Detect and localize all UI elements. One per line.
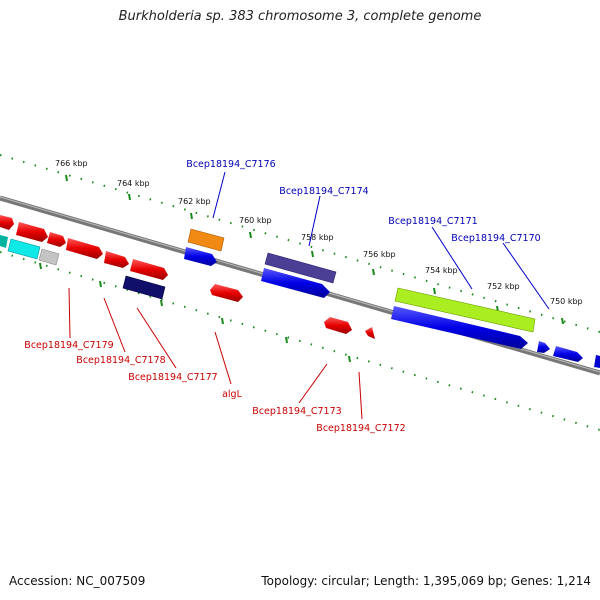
forward-leaders bbox=[212, 171, 550, 310]
gene-label[interactable]: Bcep18194_C7174 bbox=[279, 186, 368, 197]
major-tick bbox=[65, 174, 68, 182]
major-tick bbox=[285, 336, 288, 344]
gene-label[interactable]: Bcep18194_C7176 bbox=[186, 159, 275, 170]
major-tick bbox=[372, 268, 375, 276]
tick-label: 762 kbp bbox=[178, 197, 211, 206]
reverse-gene-labels: Bcep18194_C7179 Bcep18194_C7178 Bcep1819… bbox=[24, 340, 405, 434]
tick-label: 756 kbp bbox=[363, 250, 396, 259]
gene-box[interactable] bbox=[38, 248, 60, 266]
leader-line bbox=[358, 371, 363, 420]
tick-label: 752 kbp bbox=[487, 282, 520, 291]
gene-box[interactable] bbox=[187, 228, 225, 252]
major-tick bbox=[561, 317, 564, 325]
gene-arrow[interactable] bbox=[104, 251, 129, 268]
forward-genes bbox=[0, 215, 600, 368]
gene-label[interactable]: algL bbox=[222, 389, 242, 400]
forward-gene-labels: Bcep18194_C7176 Bcep18194_C7174 Bcep1819… bbox=[186, 159, 540, 244]
gene-arrow[interactable] bbox=[537, 341, 550, 353]
inner-major-ticks bbox=[39, 262, 351, 363]
tick-label: 750 kbp bbox=[550, 297, 583, 306]
gene-arrow[interactable] bbox=[66, 238, 103, 259]
outer-major-ticks bbox=[65, 174, 564, 325]
leader-line bbox=[502, 242, 550, 310]
gene-box[interactable] bbox=[0, 235, 8, 248]
tick-label: 754 kbp bbox=[425, 266, 458, 275]
gene-label[interactable]: Bcep18194_C7179 bbox=[24, 340, 113, 351]
gene-label[interactable]: Bcep18194_C7177 bbox=[128, 372, 217, 383]
map-title: Burkholderia sp. 383 chromosome 3, compl… bbox=[118, 9, 482, 24]
gene-arrow[interactable] bbox=[324, 317, 352, 334]
leader-line bbox=[308, 195, 321, 247]
major-tick bbox=[99, 280, 102, 288]
gene-arrow[interactable] bbox=[47, 232, 66, 247]
gene-label[interactable]: Bcep18194_C7173 bbox=[252, 406, 341, 417]
genome-summary-text: Topology: circular; Length: 1,395,069 bp… bbox=[261, 574, 591, 588]
tick-label: 758 kbp bbox=[301, 233, 334, 242]
gene-arrow[interactable] bbox=[391, 306, 528, 349]
gene-arrow[interactable] bbox=[16, 222, 48, 242]
outer-tick-track bbox=[0, 154, 600, 333]
tick-label: 766 kbp bbox=[55, 159, 88, 168]
gene-arrow[interactable] bbox=[553, 346, 583, 362]
inner-dot-line bbox=[0, 251, 600, 431]
gene-arrow[interactable] bbox=[0, 215, 14, 230]
gene-label[interactable]: Bcep18194_C7178 bbox=[76, 355, 165, 366]
leader-line bbox=[212, 171, 226, 219]
major-tick bbox=[160, 299, 163, 307]
gene-box[interactable] bbox=[122, 275, 166, 300]
gene-label[interactable]: Bcep18194_C7171 bbox=[388, 216, 477, 227]
gene-box[interactable] bbox=[394, 287, 536, 333]
gene-box[interactable] bbox=[594, 355, 600, 368]
gene-arrow[interactable] bbox=[365, 327, 375, 339]
reverse-leaders bbox=[68, 287, 363, 420]
leader-line bbox=[298, 363, 328, 404]
tick-labels: 766 kbp 764 kbp 762 kbp 760 kbp 758 kbp … bbox=[55, 159, 583, 306]
gene-label[interactable]: Bcep18194_C7172 bbox=[316, 423, 405, 434]
gene-label[interactable]: Bcep18194_C7170 bbox=[451, 233, 540, 244]
outer-dot-line bbox=[0, 154, 600, 333]
tick-label: 764 kbp bbox=[117, 179, 150, 188]
gene-arrow[interactable] bbox=[261, 268, 330, 298]
major-tick bbox=[39, 262, 42, 270]
reverse-genes bbox=[0, 235, 375, 339]
major-tick bbox=[249, 231, 252, 239]
leader-line bbox=[214, 331, 232, 385]
major-tick bbox=[221, 317, 224, 325]
gene-box[interactable] bbox=[264, 252, 337, 284]
gene-arrow[interactable] bbox=[130, 259, 168, 280]
leader-line bbox=[68, 287, 71, 339]
inner-tick-track bbox=[0, 251, 600, 431]
gene-arrow[interactable] bbox=[210, 284, 243, 302]
gene-arrow[interactable] bbox=[184, 247, 217, 266]
major-tick bbox=[433, 287, 436, 295]
major-tick bbox=[348, 355, 351, 363]
accession-text: Accession: NC_007509 bbox=[9, 574, 146, 588]
gene-box[interactable] bbox=[7, 238, 41, 260]
leader-line bbox=[136, 307, 177, 369]
tick-label: 760 kbp bbox=[239, 216, 272, 225]
leader-line bbox=[431, 226, 473, 290]
major-tick bbox=[311, 250, 314, 258]
leader-line bbox=[103, 297, 126, 353]
major-tick bbox=[190, 212, 193, 220]
major-tick bbox=[128, 193, 131, 201]
